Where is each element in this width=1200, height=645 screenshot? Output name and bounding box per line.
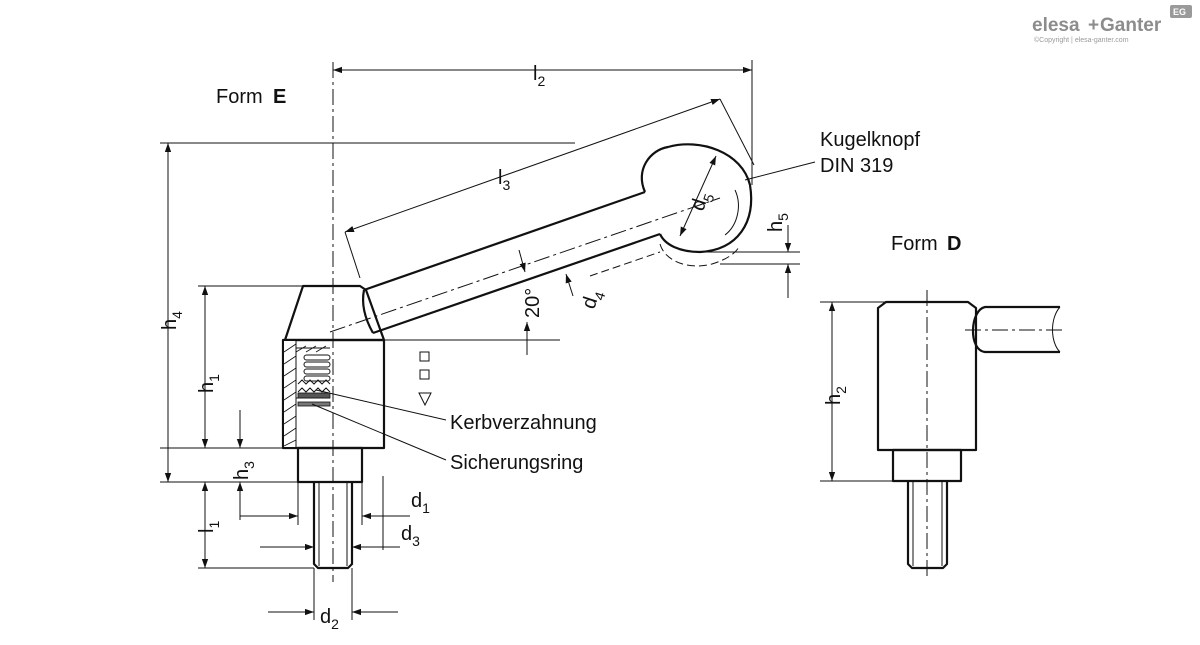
stud-thread [312, 482, 354, 570]
hub-collar [283, 284, 386, 342]
leader-knob [744, 161, 816, 181]
knob-rotated-outline [659, 243, 741, 267]
dim-l3-label: l3 [498, 167, 510, 193]
dim-d4-arrow-b [565, 273, 574, 297]
stud-shoulder [296, 446, 364, 484]
form-d-view [820, 290, 1065, 580]
form-e-view [160, 62, 753, 582]
logo-brand-a: elesa [1032, 15, 1080, 36]
dim-h4-label: h4 [159, 311, 185, 330]
form-d-title: Form D [891, 233, 961, 255]
dim-l2-label: l2 [533, 63, 545, 89]
dim-l1-label: l1 [196, 521, 222, 533]
dim-d4-arrow-a [518, 249, 526, 273]
dim-d1-label: d1 [411, 490, 430, 516]
dim-d2-label: d2 [320, 606, 339, 632]
ring-label: Sicherungsring [450, 452, 583, 474]
rotation-symbols [418, 351, 432, 407]
dim-h3-label: h3 [231, 461, 257, 480]
form-d-shoulder [891, 448, 963, 483]
serration-teeth [297, 379, 331, 407]
spring-coils [303, 354, 331, 382]
dim-d3-label: d3 [401, 523, 420, 549]
arm-rotated-outline [589, 251, 661, 277]
dim-h1-label: h1 [196, 374, 222, 393]
form-e-prefix: Form [216, 86, 263, 108]
angle-label: 20° [522, 288, 544, 318]
leader-serration [315, 389, 447, 421]
lever-arm-top [363, 190, 646, 292]
lever-arm-bottom [372, 232, 661, 335]
knob-inner-arc [724, 189, 739, 236]
logo-copyright: ©Copyright | elesa-ganter.com [1034, 36, 1129, 44]
lever-arm-root [361, 289, 374, 334]
logo-badge-text: EG [1173, 7, 1186, 17]
form-d-prefix: Form [891, 233, 938, 255]
knob-label-line1: Kugelknopf [820, 129, 921, 151]
form-d-letter: D [947, 233, 961, 255]
logo-brand-b: Ganter [1100, 15, 1162, 36]
form-e-letter: E [273, 86, 286, 108]
logo-badge-icon [1170, 5, 1192, 18]
brand-logo: elesa + Ganter EG ©Copyright | elesa-gan… [1032, 5, 1192, 44]
lever-axis [329, 197, 721, 333]
ball-knob [640, 143, 753, 254]
leader-ring [311, 403, 447, 461]
dimension-lines-e [160, 60, 800, 620]
dim-l3-line [344, 98, 721, 233]
leader-lines [311, 161, 816, 461]
dim-d4-label: d4 [578, 287, 609, 313]
form-d-thread [906, 481, 949, 570]
form-e-title: Form E [216, 86, 286, 108]
knob-label-line2: DIN 319 [820, 155, 893, 177]
logo-brand-plus: + [1088, 15, 1099, 36]
dim-h2-label: h2 [823, 386, 849, 405]
dim-h5-label: h5 [765, 213, 791, 232]
serration-label: Kerbverzahnung [450, 412, 597, 434]
dim-d5-line [679, 155, 717, 237]
